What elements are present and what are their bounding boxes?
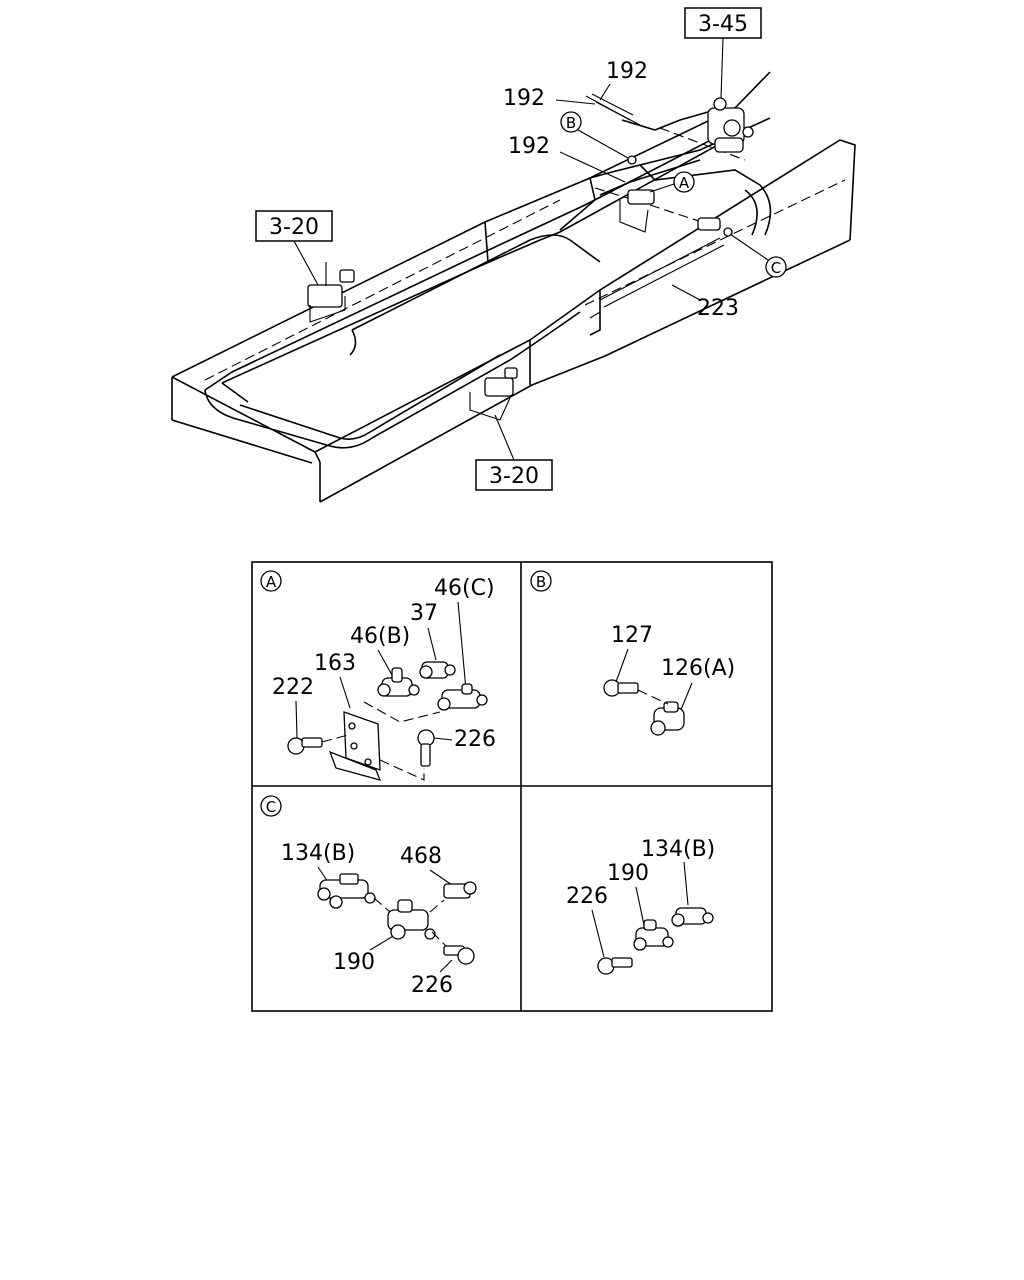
panel-d-label-190: 190 <box>607 861 649 886</box>
callout-a: A <box>649 171 695 193</box>
detail-panel-c: C 134(B) 468 190 226 <box>260 795 477 998</box>
reference-3-45-text: 3-45 <box>698 12 748 37</box>
elbow-fitting-134b-d <box>671 907 714 927</box>
detail-panel-b: B 127 126(A) <box>530 570 735 736</box>
part-label-192-a: 192 <box>606 59 648 84</box>
bracket-bottom <box>469 367 518 421</box>
reference-box-3-20-top: 3-20 <box>255 210 333 286</box>
panel-a-label-163: 163 <box>314 651 356 676</box>
panel-b-label-127: 127 <box>611 623 653 648</box>
bracket-center <box>619 155 655 233</box>
tee-fitting-134b <box>317 873 376 909</box>
detail-panels-grid <box>251 561 773 1012</box>
panel-b-label-126a: 126(A) <box>661 656 735 681</box>
chassis-frame <box>171 71 856 503</box>
reference-box-3-45: 3-45 <box>684 7 762 99</box>
tee-fitting-46b <box>377 667 420 697</box>
valve-assembly-top <box>707 97 754 153</box>
union-fitting-126a <box>650 701 685 736</box>
panel-c-label-190: 190 <box>333 950 375 975</box>
cross-fitting-190-d <box>633 919 674 951</box>
panel-c-tag: C <box>266 798 276 816</box>
part-label-192-c: 192 <box>508 134 550 159</box>
callout-a-text: A <box>679 174 690 192</box>
elbow-fitting-37 <box>419 661 456 679</box>
panel-c-label-226: 226 <box>411 973 453 998</box>
callout-c-text: C <box>771 259 781 277</box>
panel-d-label-226: 226 <box>566 884 608 909</box>
connector-468 <box>443 881 477 899</box>
part-label-192-b: 192 <box>503 86 545 111</box>
panel-c-label-134b: 134(B) <box>281 841 355 866</box>
panel-a-tag: A <box>266 573 277 591</box>
detail-panel-a: A 46(C) 37 46(B) 163 222 226 <box>260 570 496 781</box>
panel-a-label-226: 226 <box>454 727 496 752</box>
fitting-c <box>697 217 733 237</box>
callout-c: C <box>729 233 787 278</box>
cross-fitting-190 <box>387 899 436 940</box>
bracket-left <box>307 262 355 323</box>
panel-a-label-46c: 46(C) <box>434 576 495 601</box>
reference-3-20-top-text: 3-20 <box>269 215 319 240</box>
bolt-127 <box>603 679 639 697</box>
panel-a-label-37: 37 <box>410 601 438 626</box>
reference-box-3-20-bottom: 3-20 <box>475 414 553 491</box>
detail-panel-d: 134(B) 190 226 <box>566 837 715 975</box>
panel-a-label-222: 222 <box>272 675 314 700</box>
elbow-fitting-46c <box>437 683 488 711</box>
bolt-222 <box>287 737 323 755</box>
callout-b-text: B <box>566 114 576 132</box>
bolt-226-c <box>443 945 475 965</box>
panel-b-tag: B <box>536 573 546 591</box>
reference-3-20-bottom-text: 3-20 <box>489 464 539 489</box>
panel-c-label-468: 468 <box>400 844 442 869</box>
panel-d-label-134b: 134(B) <box>641 837 715 862</box>
panel-a-label-46b: 46(B) <box>350 624 410 649</box>
part-label-223: 223 <box>697 296 739 321</box>
bracket-163 <box>328 711 382 781</box>
bolt-226-a <box>417 729 435 767</box>
callout-b: B <box>560 111 629 159</box>
bolt-226-d <box>597 957 633 975</box>
